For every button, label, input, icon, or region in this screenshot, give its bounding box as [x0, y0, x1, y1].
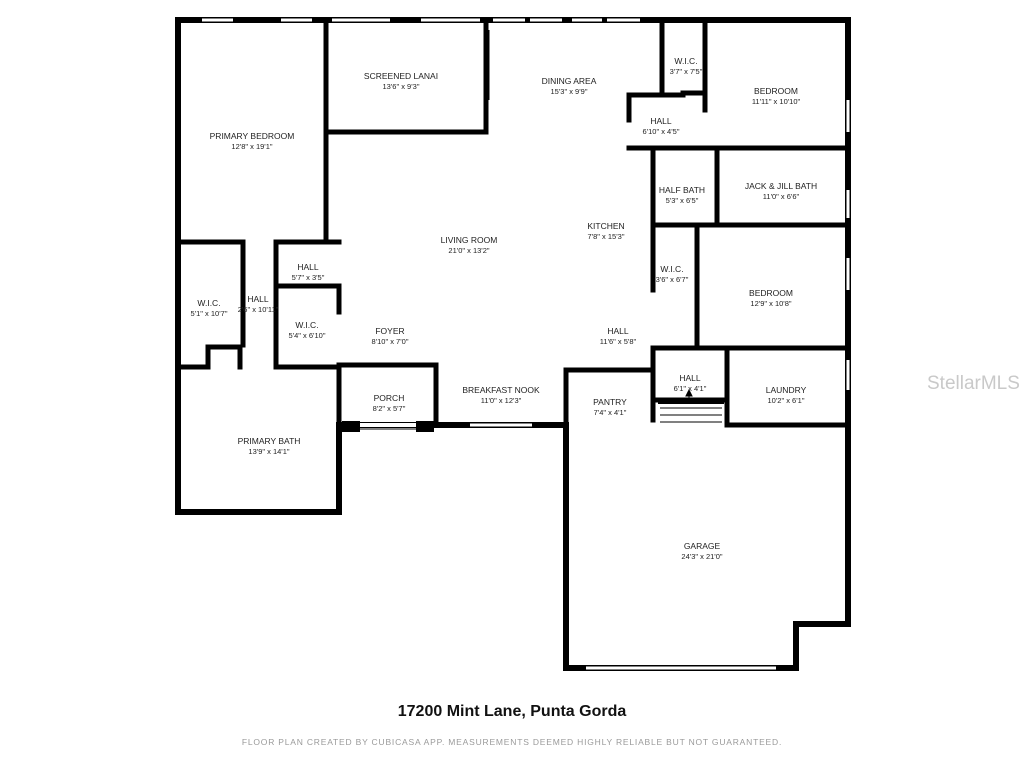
- room-name: HALL: [607, 326, 629, 336]
- room-name: LAUNDRY: [766, 385, 807, 395]
- room-name: PANTRY: [593, 397, 627, 407]
- room-name: HALL: [679, 373, 701, 383]
- room-dimensions: 11'0" x 6'6": [763, 192, 800, 201]
- disclaimer-text: FLOOR PLAN CREATED BY CUBICASA APP. MEAS…: [241, 737, 783, 747]
- room-dimensions: 11'11" x 10'10": [752, 97, 801, 106]
- room-name: HALL: [297, 262, 319, 272]
- walls: [175, 17, 851, 671]
- room-dimensions: 15'3" x 9'9": [551, 87, 588, 96]
- room-dimensions: 7'8" x 15'3": [588, 232, 625, 241]
- room-dimensions: 13'9" x 14'1": [248, 447, 289, 456]
- room-name: PRIMARY BATH: [238, 436, 301, 446]
- room-dimensions: 3'6" x 6'7": [656, 275, 689, 284]
- room-dimensions: 11'6" x 5'8": [600, 337, 637, 346]
- room-label-wic-left: W.I.C.5'1" x 10'7": [191, 298, 228, 318]
- room-name: JACK & JILL BATH: [745, 181, 817, 191]
- room-dimensions: 5'1" x 10'7": [191, 309, 228, 318]
- room-dimensions: 21'0" x 13'2": [448, 246, 489, 255]
- room-name: BEDROOM: [754, 86, 798, 96]
- room-name: PORCH: [374, 393, 405, 403]
- room-name: BREAKFAST NOOK: [462, 385, 540, 395]
- room-dimensions: 10'2" x 6'1": [768, 396, 805, 405]
- room-dimensions: 5'7" x 3'5": [292, 273, 325, 282]
- room-dimensions: 24'3" x 21'0": [681, 552, 722, 561]
- windows: [202, 18, 850, 670]
- room-dimensions: 6'10" x 4'5": [643, 127, 680, 136]
- room-dimensions: 5'4" x 6'10": [289, 331, 326, 340]
- room-label-wic-right: W.I.C.3'6" x 6'7": [656, 264, 689, 284]
- room-dimensions: 6'1" x 4'1": [674, 384, 707, 393]
- room-name: W.I.C.: [295, 320, 318, 330]
- room-name: LIVING ROOM: [441, 235, 498, 245]
- room-dimensions: 3'7" x 7'5": [670, 67, 703, 76]
- room-name: FOYER: [375, 326, 404, 336]
- room-name: HALF BATH: [659, 185, 705, 195]
- room-name: GARAGE: [684, 541, 721, 551]
- room-name: HALL: [650, 116, 672, 126]
- room-name: W.I.C.: [674, 56, 697, 66]
- window-sills: [202, 17, 851, 671]
- room-dimensions: 5'3" x 6'5": [666, 196, 699, 205]
- room-name: HALL: [247, 294, 269, 304]
- room-dimensions: 11'0" x 12'3": [481, 396, 522, 405]
- room-dimensions: 12'8" x 19'1": [231, 142, 272, 151]
- room-dimensions: 7'4" x 4'1": [594, 408, 627, 417]
- room-name: DINING AREA: [542, 76, 597, 86]
- room-name: W.I.C.: [197, 298, 220, 308]
- room-dimensions: 2'6" x 10'11": [238, 305, 279, 314]
- room-label-wic-mid: W.I.C.5'4" x 6'10": [289, 320, 326, 340]
- porch-posts: [342, 400, 724, 432]
- room-label-wic-top: W.I.C.3'7" x 7'5": [670, 56, 703, 76]
- room-dimensions: 8'2" x 5'7": [373, 404, 406, 413]
- room-name: BEDROOM: [749, 288, 793, 298]
- room-dimensions: 8'10" x 7'0": [372, 337, 409, 346]
- stair-step: [660, 388, 722, 423]
- property-address: 17200 Mint Lane, Punta Gorda: [397, 703, 627, 720]
- room-dimensions: 13'6" x 9'3": [383, 82, 420, 91]
- room-name: KITCHEN: [587, 221, 624, 231]
- mls-watermark: StellarMLS: [927, 373, 1020, 394]
- room-name: PRIMARY BEDROOM: [210, 131, 295, 141]
- room-dimensions: 12'9" x 10'8": [750, 299, 791, 308]
- room-name: SCREENED LANAI: [364, 71, 438, 81]
- room-name: W.I.C.: [660, 264, 683, 274]
